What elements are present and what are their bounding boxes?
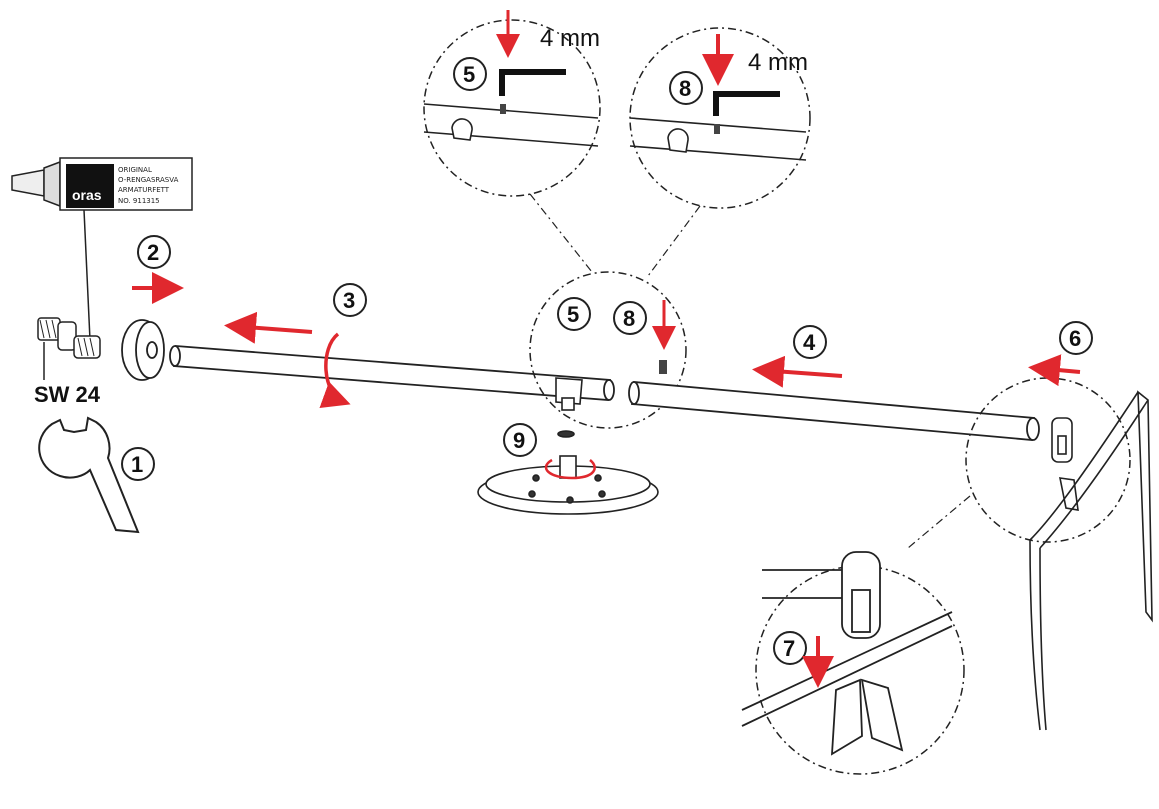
- t-connector: [555, 377, 583, 411]
- step-8-detail: 8: [679, 76, 691, 101]
- arrow-left-icon: [752, 355, 843, 388]
- rotate-arrow-icon: [319, 332, 351, 408]
- wrench-size-label: SW 24: [34, 382, 101, 407]
- hex-key-size-left: 4 mm: [540, 25, 600, 52]
- grease-tube-brand: oras: [72, 187, 102, 203]
- grease-tube-line2: O-RENGASRASVA: [118, 176, 179, 184]
- grease-tube-line1: ORIGINAL: [118, 166, 152, 174]
- glass-clamp: [1051, 417, 1079, 511]
- step-1: 1: [131, 452, 143, 477]
- hex-key-icon: [713, 91, 780, 116]
- step-3: 3: [343, 288, 355, 313]
- escutcheon-ring: [121, 319, 165, 381]
- glass-clamp-detail: [741, 551, 953, 756]
- step-4: 4: [803, 330, 816, 355]
- wrench-icon: [38, 416, 140, 534]
- detail-circle-6: [965, 377, 1131, 543]
- grease-tube-icon: oras ORIGINAL O-RENGASRASVA ARMATURFETT …: [11, 157, 193, 341]
- arrow-left-icon: [224, 311, 313, 344]
- step-2: 2: [147, 240, 159, 265]
- hex-key-size-right: 4 mm: [748, 49, 808, 76]
- center-detail-circle: [529, 271, 687, 429]
- left-rail-tube: [169, 345, 615, 401]
- detail-circle-5: [423, 19, 601, 197]
- step-7: 7: [783, 636, 795, 661]
- valve-fitting: [37, 317, 101, 380]
- step-5: 5: [567, 302, 579, 327]
- right-rail-tube: [628, 381, 1040, 441]
- glass-panel: [1029, 390, 1153, 731]
- step-8: 8: [623, 306, 635, 331]
- hex-key-icon: [499, 69, 566, 96]
- grease-tube-line3: ARMATURFETT: [118, 186, 170, 194]
- step-9: 9: [513, 428, 525, 453]
- arrow-left-icon: [1028, 354, 1081, 387]
- rotate-arrow-icon: [544, 458, 596, 480]
- step-6: 6: [1069, 326, 1081, 351]
- step-5-detail: 5: [463, 62, 475, 87]
- grease-tube-line4: NO. 911315: [118, 197, 160, 205]
